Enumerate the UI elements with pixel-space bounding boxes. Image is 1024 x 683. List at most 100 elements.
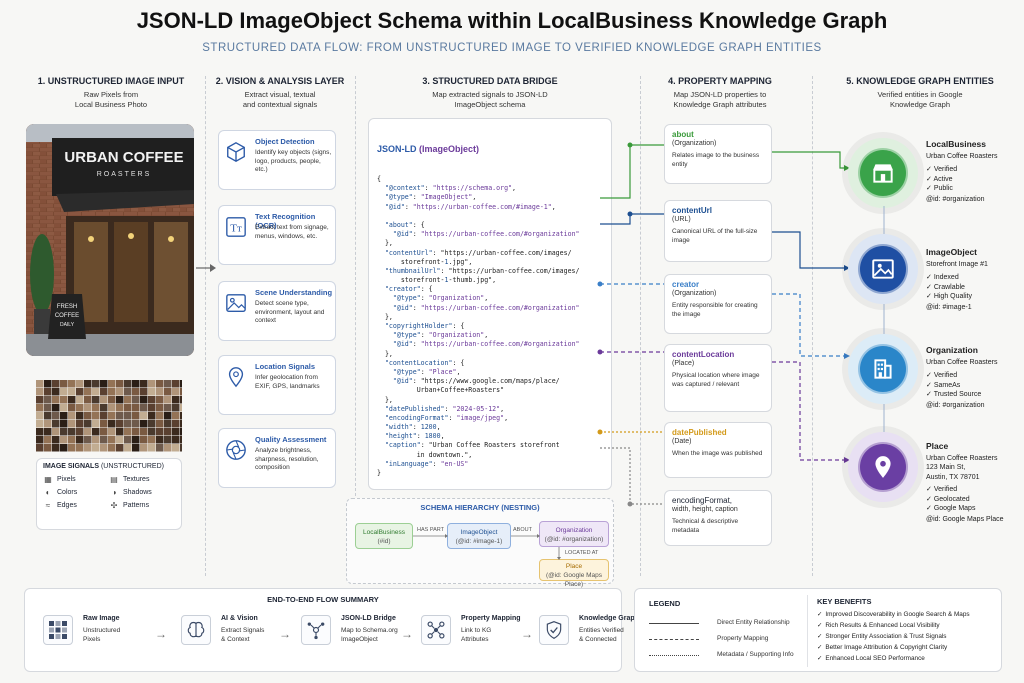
code-line: } <box>377 469 381 478</box>
json-ld-code-block: JSON-LD (ImageObject) { "@context": "htt… <box>368 118 612 490</box>
flow-step-desc: Entities Verified <box>579 627 624 634</box>
mosaic-pixel <box>172 412 180 420</box>
mosaic-pixel <box>108 404 116 412</box>
mosaic-pixel <box>44 412 52 420</box>
code-line: "@type": "Organization", <box>392 331 489 340</box>
legend-dashed-line <box>649 639 699 640</box>
code-line: "inLanguage": "en-US" <box>384 459 469 468</box>
column-5-header: 5. KNOWLEDGE GRAPH ENTITIES Verified ent… <box>830 76 1010 110</box>
entity-id: @id: #organization <box>926 195 985 203</box>
property-title: encodingFormat, <box>672 496 733 505</box>
mosaic-pixel <box>124 420 132 428</box>
page-subtitle: STRUCTURED DATA FLOW: FROM UNSTRUCTURED … <box>202 42 822 54</box>
pixel-grid-icon <box>43 615 73 645</box>
signal-label: Patterns <box>123 502 150 509</box>
mosaic-pixel <box>76 380 84 388</box>
mosaic-pixel <box>76 404 84 412</box>
mosaic-pixel <box>124 444 132 452</box>
mosaic-pixel <box>124 404 132 412</box>
hierarchy-node-id: (@id: #image-1) <box>455 538 503 545</box>
board-line2: COFFEE <box>55 313 79 319</box>
check-icon: ✓ <box>817 611 823 618</box>
mosaic-pixel <box>124 428 132 436</box>
mosaic-pixel <box>140 404 148 412</box>
vision-card-desc: Detect scene type, environment, layout a… <box>255 300 325 324</box>
mosaic-pixel <box>148 412 156 420</box>
mosaic-pixel <box>100 444 108 452</box>
mosaic-pixel <box>100 420 108 428</box>
entity-circle-localbusiness <box>848 138 918 208</box>
mosaic-pixel <box>156 436 164 444</box>
mosaic-pixel <box>60 412 68 420</box>
arrow-right-icon: → <box>521 627 533 641</box>
column-heading: 4. PROPERTY MAPPING <box>668 76 772 86</box>
mosaic-pixel <box>60 396 68 404</box>
hierarchy-place: Place (@id: Google Maps Place) <box>539 559 609 588</box>
mosaic-pixel <box>148 388 156 396</box>
legend-dotted-line <box>649 655 699 656</box>
legend-label: Property Mapping <box>717 635 769 642</box>
property-desc: Canonical URL of the full-size image <box>672 228 758 244</box>
mosaic-pixel <box>52 388 60 396</box>
mosaic-pixel <box>52 396 60 404</box>
mosaic-pixel <box>92 420 100 428</box>
mosaic-pixel <box>164 380 172 388</box>
mosaic-pixel <box>156 412 164 420</box>
signal-item: ◐Colors <box>43 488 109 497</box>
code-heading-label: JSON-LD <box>377 144 417 155</box>
mosaic-pixel <box>132 396 140 404</box>
mosaic-pixel <box>172 396 180 404</box>
mosaic-pixel <box>92 404 100 412</box>
mosaic-pixel <box>156 444 164 452</box>
grid-icon: ▦ <box>44 475 52 484</box>
mosaic-pixel <box>36 444 44 452</box>
image-signals-title: IMAGE SIGNALS <box>43 463 100 470</box>
svg-text:Tт: Tт <box>230 223 242 235</box>
mosaic-pixel <box>44 380 52 388</box>
mosaic-pixel <box>172 388 180 396</box>
column-sub: Map extracted signals to JSON-LD <box>432 90 548 99</box>
flow-step-title: AI & Vision <box>221 615 258 622</box>
code-line: "width": 1200, <box>384 423 441 432</box>
mapping-icon <box>421 615 451 645</box>
mosaic-pixel <box>108 396 116 404</box>
vision-card-desc: Infer geolocation from EXIF, GPS, landma… <box>255 374 320 390</box>
property-desc: Entity responsible for creating the imag… <box>672 302 758 318</box>
mosaic-pixel <box>148 380 156 388</box>
property-card-contenturl: contentUrl (URL) Canonical URL of the fu… <box>664 200 772 262</box>
mosaic-pixel <box>92 436 100 444</box>
column-heading: 1. UNSTRUCTURED IMAGE INPUT <box>37 76 185 86</box>
mosaic-pixel <box>68 428 76 436</box>
entity-check-label: Indexed <box>933 274 959 281</box>
code-line: "@id": "https://www.google.com/maps/plac… <box>392 377 560 386</box>
mosaic-pixel <box>116 404 124 412</box>
mosaic-pixel <box>140 420 148 428</box>
mosaic-pixel <box>172 404 180 412</box>
entity-id: @id: Google Maps Place <box>926 515 1004 523</box>
benefit-label: Improved Discoverability in Google Searc… <box>825 611 970 618</box>
image-icon <box>872 259 894 279</box>
mosaic-pixel <box>76 428 84 436</box>
mosaic-pixel <box>76 412 84 420</box>
entity-circle-place <box>848 432 918 502</box>
vision-card-title: Scene Understanding <box>255 288 333 297</box>
check-icon: ✓ <box>926 274 934 281</box>
code-line: "@type": "Organization", <box>392 294 489 303</box>
entity-title: Organization <box>926 345 978 355</box>
mosaic-pixel <box>124 388 132 396</box>
legend-label: Metadata / Supporting Info <box>717 651 794 658</box>
property-type: (Organization) <box>672 290 717 297</box>
mosaic-pixel <box>116 436 124 444</box>
brain-icon <box>181 615 211 645</box>
mosaic-pixel <box>164 444 172 452</box>
hierarchy-edge-label: HAS PART <box>417 527 444 533</box>
code-line: "thumbnailUrl": "https://urban-coffee.co… <box>384 266 580 275</box>
mosaic-pixel <box>36 420 44 428</box>
mosaic-pixel <box>116 388 124 396</box>
location-pin-icon <box>228 367 244 388</box>
mosaic-pixel <box>76 436 84 444</box>
signal-label: Edges <box>57 502 77 509</box>
entity-imageobject: ImageObject Storefront Image #1 ✓ Indexe… <box>926 247 1022 312</box>
benefit-item: ✓Better Image Attribution & Copyright Cl… <box>817 643 947 651</box>
code-line: "@id": "https://urban-coffee.com/#organi… <box>392 303 580 312</box>
